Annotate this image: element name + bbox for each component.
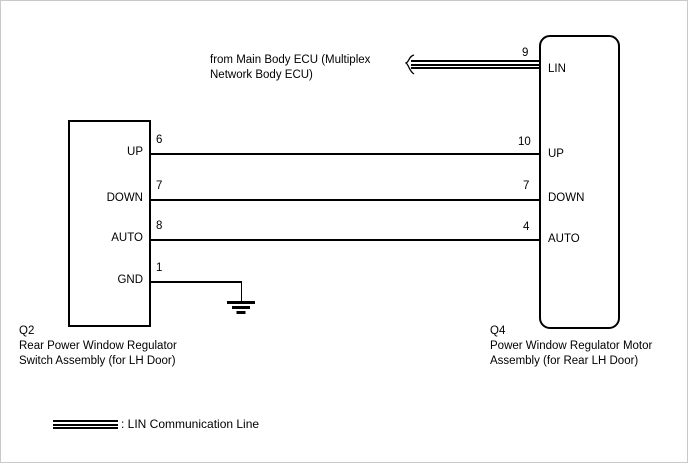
legend-label: : LIN Communication Line xyxy=(121,417,260,431)
lin-bar-top xyxy=(411,60,541,62)
pin-number-q4-9: 9 xyxy=(522,47,529,59)
lin-communication-bus xyxy=(411,60,541,69)
pin-label-q2-gnd: GND xyxy=(117,274,143,286)
pin-label-q2-up: UP xyxy=(127,146,143,158)
legend-lin-symbol xyxy=(53,420,118,429)
caption-q4-name: Power Window Regulator Motor Assembly (f… xyxy=(490,340,653,367)
caption-q2-name: Rear Power Window Regulator Switch Assem… xyxy=(19,340,177,367)
wire-up xyxy=(151,153,540,155)
legend-bar-top xyxy=(53,420,118,422)
wire-auto xyxy=(151,239,540,241)
wire-break-icon xyxy=(405,54,415,75)
caption-q2-ref: Q2 xyxy=(19,325,35,337)
pin-label-q2-auto: AUTO xyxy=(111,232,143,244)
ground-symbol-icon xyxy=(226,301,256,317)
connector-q4-motor-assembly[interactable] xyxy=(539,35,620,329)
wire-down xyxy=(151,199,540,201)
pin-number-q2-1: 1 xyxy=(156,262,163,274)
pin-number-q4-4: 4 xyxy=(523,221,530,233)
lin-bar-middle xyxy=(411,63,541,66)
legend-bar-bottom xyxy=(53,427,118,429)
pin-number-q2-8: 8 xyxy=(156,220,163,232)
pin-number-q4-10: 10 xyxy=(518,136,531,148)
pin-label-q4-up: UP xyxy=(548,148,564,160)
pin-number-q2-6: 6 xyxy=(156,134,163,146)
caption-q4-ref: Q4 xyxy=(490,325,506,337)
connector-q2-switch-assembly[interactable] xyxy=(68,120,151,327)
pin-label-q2-down: DOWN xyxy=(106,192,143,204)
ground-bar-3 xyxy=(236,311,246,314)
ground-bar-2 xyxy=(232,306,250,309)
pin-label-q4-down: DOWN xyxy=(548,192,585,204)
lin-bar-bottom xyxy=(411,67,541,69)
ground-bar-1 xyxy=(227,301,255,304)
pin-number-q2-7: 7 xyxy=(156,180,163,192)
pin-label-q4-auto-name: AUTO xyxy=(548,233,580,245)
source-ecu-note: from Main Body ECU (Multiplex Network Bo… xyxy=(210,54,371,81)
pin-number-q4-7: 7 xyxy=(523,180,530,192)
pin-label-q4-lin: LIN xyxy=(548,63,566,75)
legend-bar-middle xyxy=(53,423,118,426)
wire-gnd-horizontal xyxy=(151,281,242,283)
wire-gnd-vertical xyxy=(240,281,242,303)
